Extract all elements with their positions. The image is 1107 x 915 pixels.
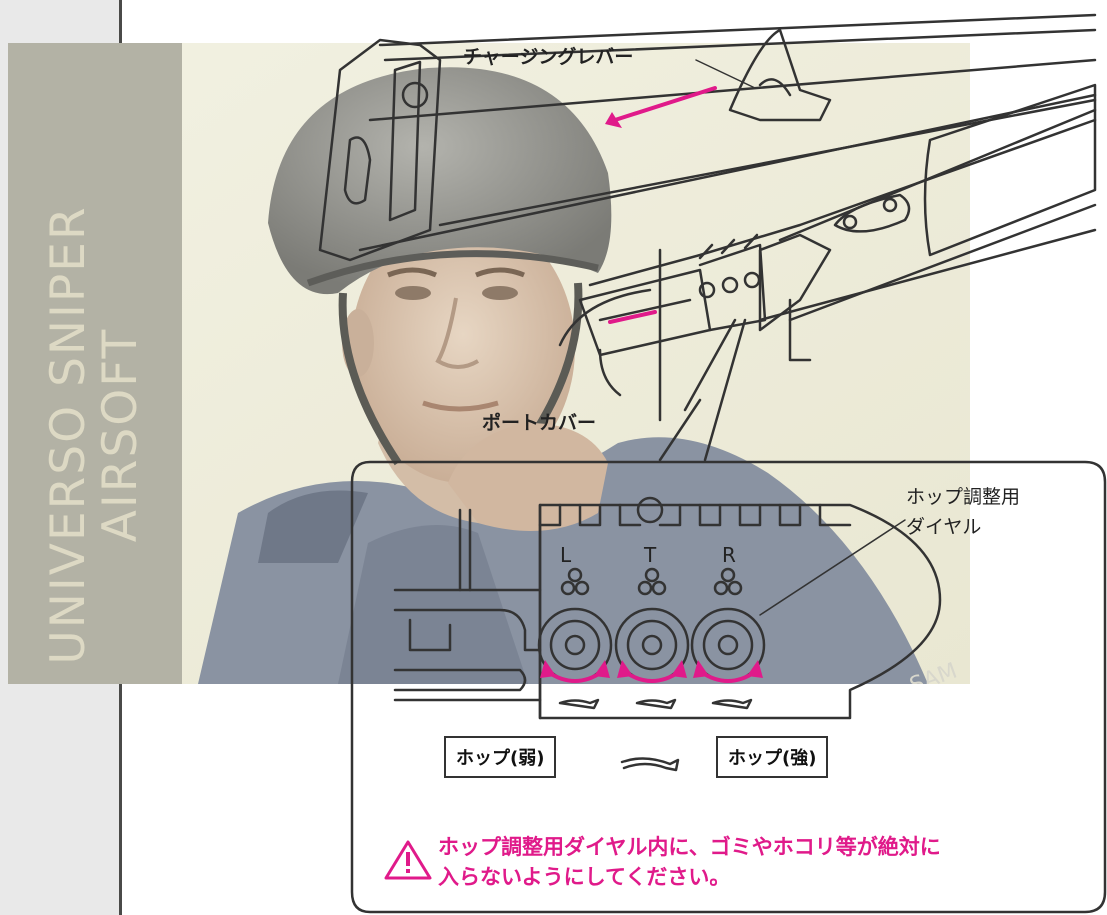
brand-watermark-block: UNIVERSO SNIPER AIRSOFT	[8, 43, 182, 684]
hop-strong-box: ホップ(強)	[716, 736, 829, 778]
charging-lever-label: チャージングレバー	[463, 46, 634, 68]
dial-t-label: T	[644, 543, 657, 567]
warning-line-1: ホップ調整用ダイヤル内に、ゴミやホコリ等が絶対に	[438, 835, 941, 859]
hop-dial-label-line-1: ホップ調整用	[906, 486, 1021, 508]
port-cover-label: ポートカバー	[482, 412, 597, 434]
hop-dial-label-line-2: ダイヤル	[906, 516, 982, 538]
hop-dial-label: ホップ調整用 ダイヤル	[906, 482, 1020, 542]
warning-line-2: 入らないようにしてください。	[438, 865, 731, 889]
dial-r-label: R	[722, 543, 736, 567]
dial-l-label: L	[560, 543, 572, 567]
warning-text: ホップ調整用ダイヤル内に、ゴミやホコリ等が絶対に 入らないようにしてください。	[438, 832, 941, 892]
hop-weak-box: ホップ(弱)	[444, 736, 557, 778]
warning-triangle-icon	[384, 840, 432, 880]
